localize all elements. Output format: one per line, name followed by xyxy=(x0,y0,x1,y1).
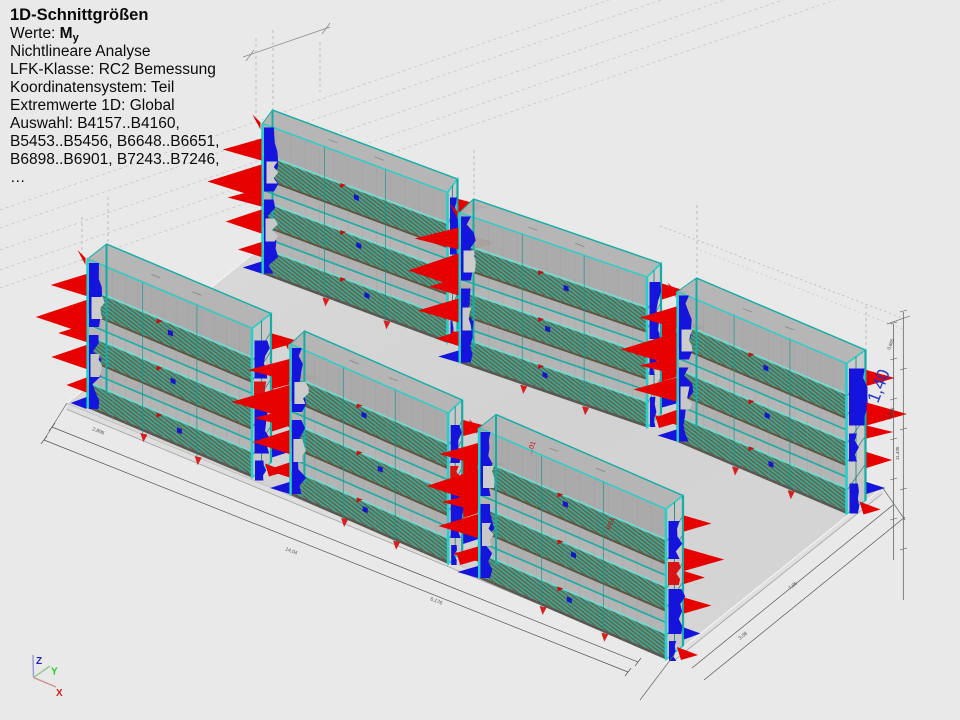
svg-text:1D-Schnittgrößen: 1D-Schnittgrößen xyxy=(10,6,148,24)
svg-text:Werte: My: Werte: My xyxy=(10,25,80,44)
svg-text:7,05: 7,05 xyxy=(787,581,799,592)
svg-text:Z: Z xyxy=(36,656,42,667)
svg-text:Extremwerte 1D: Global: Extremwerte 1D: Global xyxy=(10,97,175,114)
svg-text:Koordinatensystem: Teil: Koordinatensystem: Teil xyxy=(10,79,174,96)
svg-text:3,08: 3,08 xyxy=(737,631,749,642)
svg-text:14,04: 14,04 xyxy=(284,546,298,556)
svg-text:0,865: 0,865 xyxy=(886,338,895,351)
svg-text:…: … xyxy=(10,169,26,186)
svg-text:Auswahl: B4157..B4160,: Auswahl: B4157..B4160, xyxy=(10,115,180,132)
svg-text:LFK-Klasse: RC2 Bemessung: LFK-Klasse: RC2 Bemessung xyxy=(10,61,216,78)
svg-text:2,896: 2,896 xyxy=(91,426,105,436)
svg-text:B5453..B5456, B6648..B6651,: B5453..B5456, B6648..B6651, xyxy=(10,133,219,150)
svg-text:Nichtlineare Analyse: Nichtlineare Analyse xyxy=(10,43,150,60)
svg-text:RG1: RG1 xyxy=(606,516,616,530)
svg-text:B6898..B6901, B7243..B7246,: B6898..B6901, B7243..B7246, xyxy=(10,151,219,168)
svg-text:X: X xyxy=(56,688,63,699)
svg-text:Y: Y xyxy=(51,667,58,678)
svg-text:6,176: 6,176 xyxy=(429,596,443,606)
svg-text:...01: ...01 xyxy=(526,440,537,455)
svg-text:11,435: 11,435 xyxy=(895,446,900,460)
svg-text:2,896: 2,896 xyxy=(886,407,896,421)
